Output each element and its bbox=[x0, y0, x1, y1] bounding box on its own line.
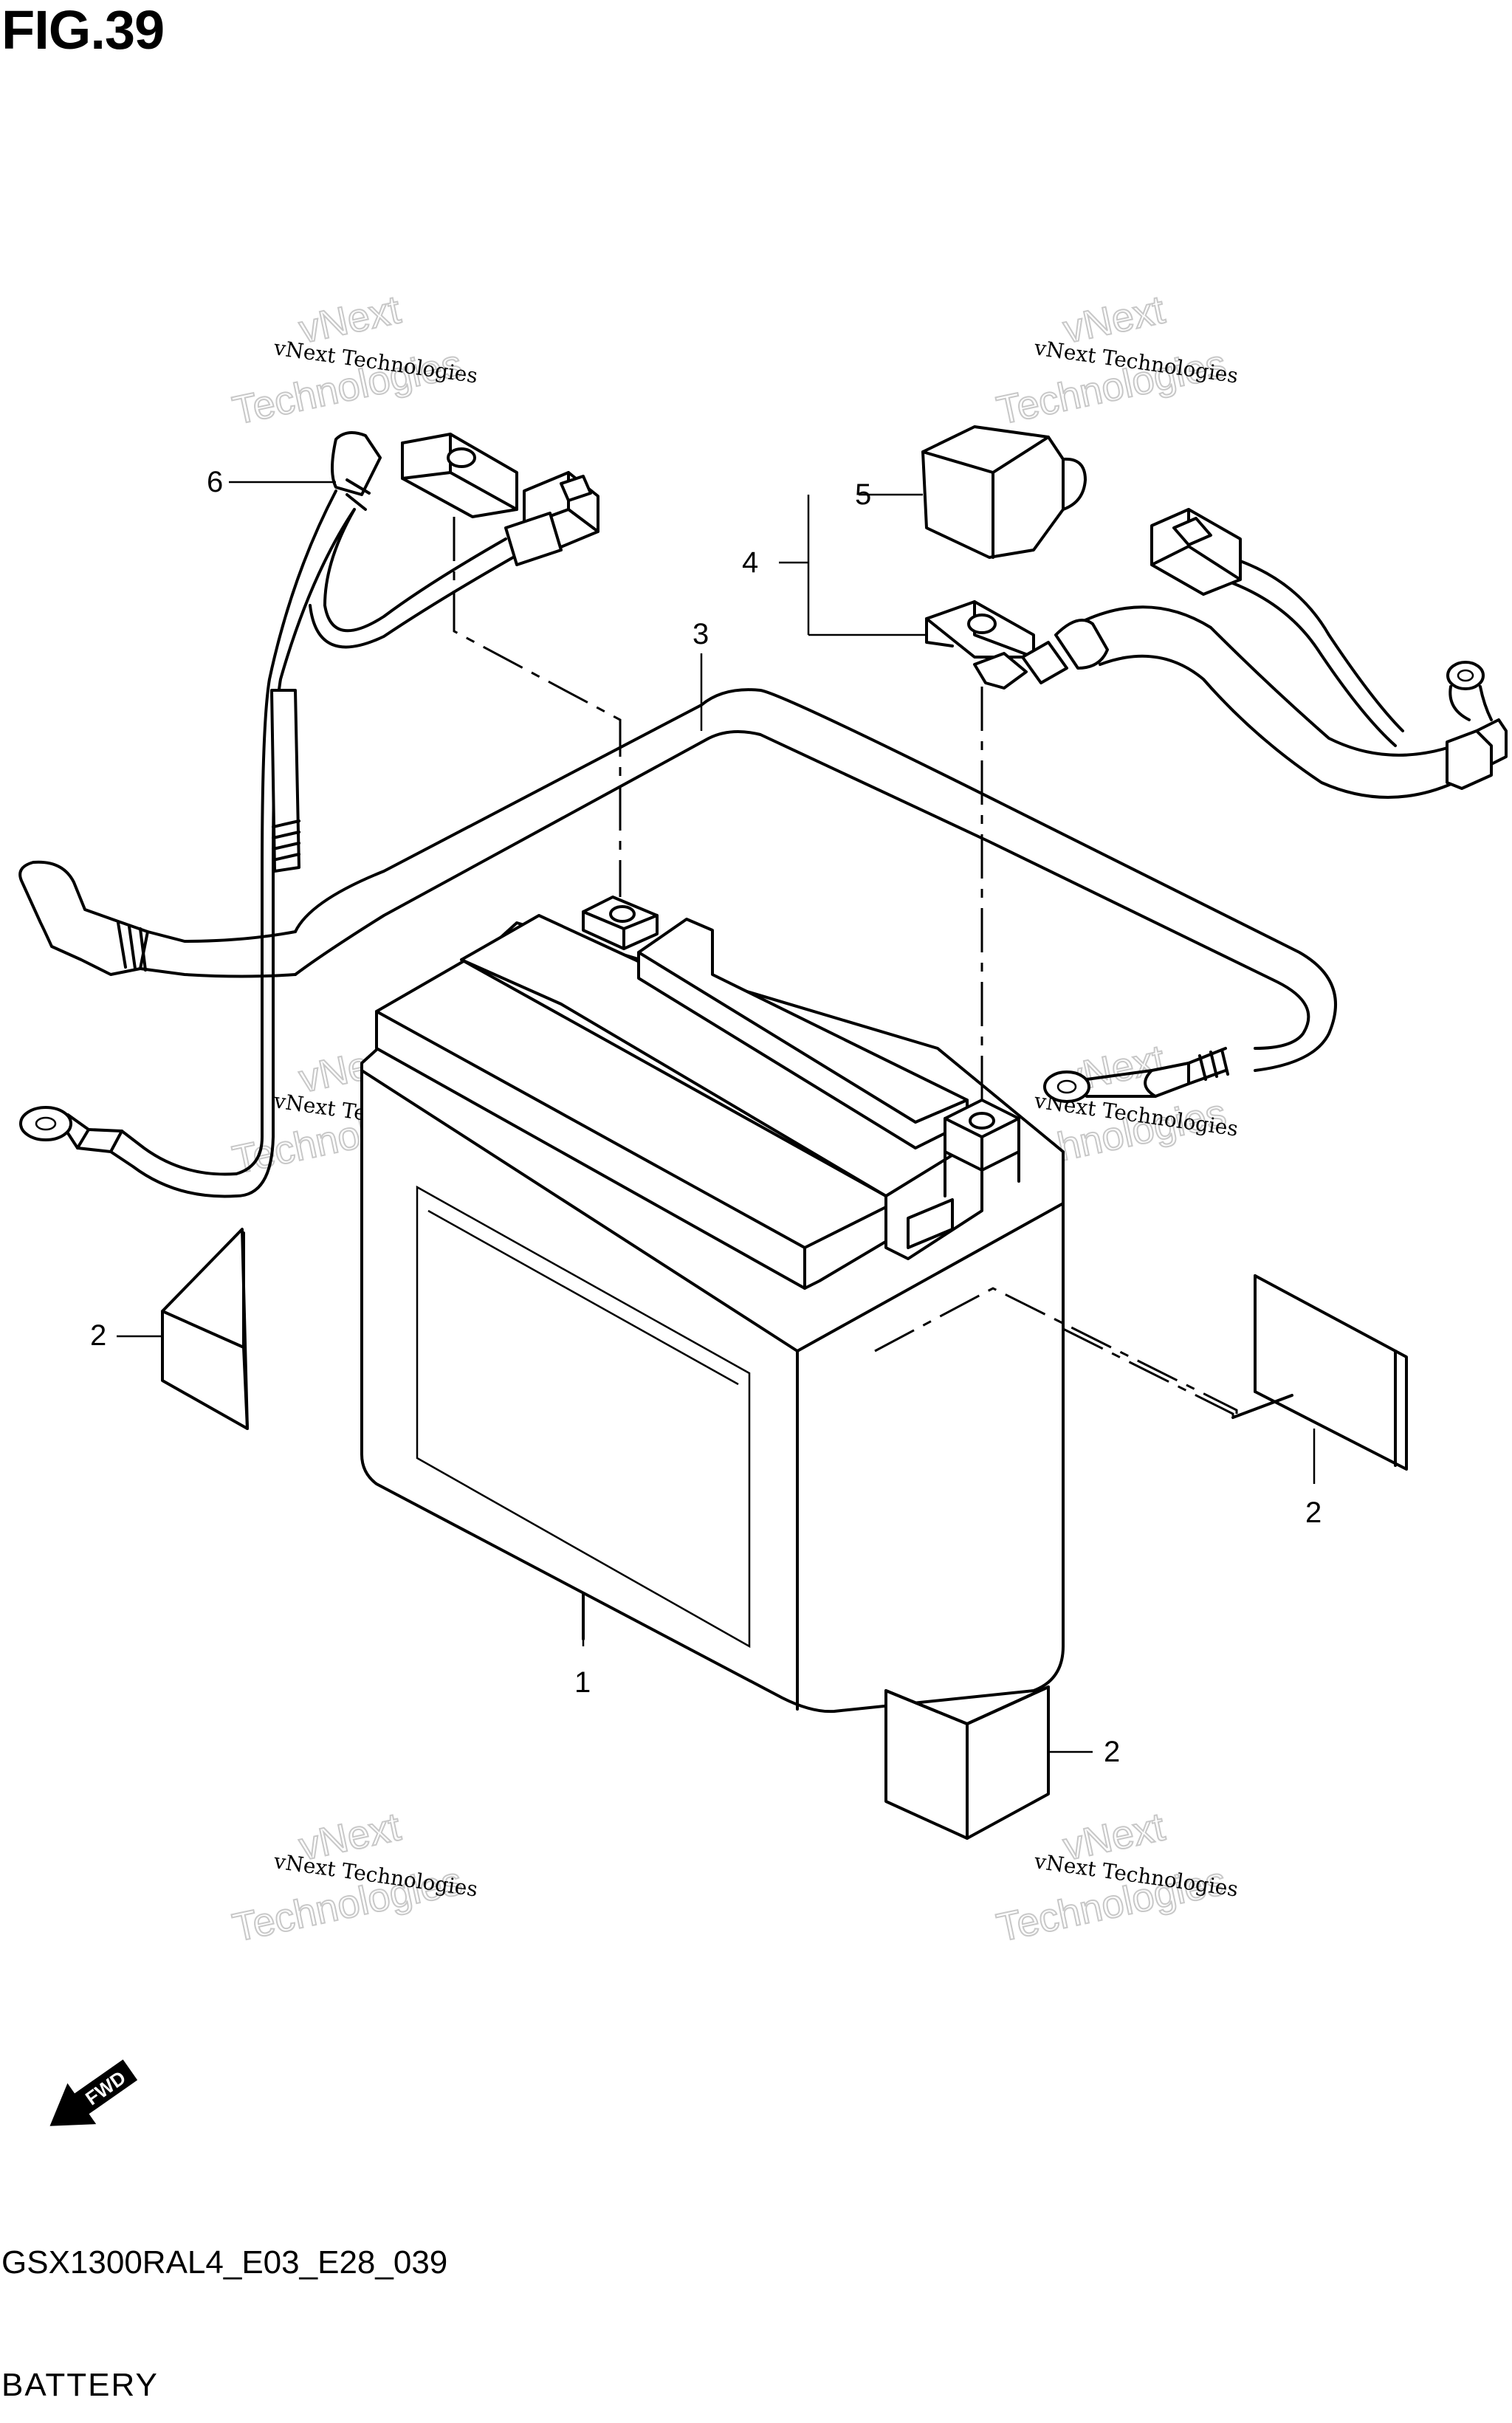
fwd-arrow-icon: FWD bbox=[49, 2059, 138, 2126]
part-1-battery bbox=[360, 896, 1065, 1714]
callout-4: 4 bbox=[742, 546, 758, 579]
watermark-top-left: Technologies vNext vNext Technologies bbox=[228, 286, 479, 433]
watermark-bottom-right: Technologies vNext vNext Technologies bbox=[992, 1804, 1240, 1951]
callout-2-left: 2 bbox=[90, 1319, 106, 1352]
part-6-negative-cable bbox=[19, 431, 599, 1198]
leader-lines bbox=[117, 481, 1316, 1753]
part-3-battery-harness bbox=[18, 688, 1337, 1103]
callout-2-right: 2 bbox=[1305, 1496, 1322, 1529]
part-5-terminal-cover bbox=[921, 425, 1087, 559]
callout-5: 5 bbox=[855, 478, 871, 511]
part-4-positive-cable bbox=[925, 508, 1508, 799]
part-2-pad-right bbox=[1254, 1274, 1408, 1471]
part-2-pad-left bbox=[161, 1228, 249, 1430]
callout-3: 3 bbox=[693, 618, 709, 650]
watermark-bottom-left: Technologies vNext vNext Technologies bbox=[228, 1804, 479, 1951]
figure-title: FIG.39 bbox=[1, 0, 165, 61]
callout-2-bottom: 2 bbox=[1104, 1736, 1120, 1768]
callout-6: 6 bbox=[207, 466, 223, 498]
callout-1: 1 bbox=[574, 1666, 591, 1699]
assembly-guide-lines bbox=[453, 517, 1293, 1419]
part-2-pad-bottom bbox=[884, 1685, 1050, 1840]
figure-caption: BATTERY bbox=[1, 2367, 159, 2403]
watermark-top-right: Technologies vNext vNext Technologies bbox=[992, 286, 1240, 433]
figure-code: GSX1300RAL4_E03_E28_039 bbox=[1, 2244, 448, 2281]
